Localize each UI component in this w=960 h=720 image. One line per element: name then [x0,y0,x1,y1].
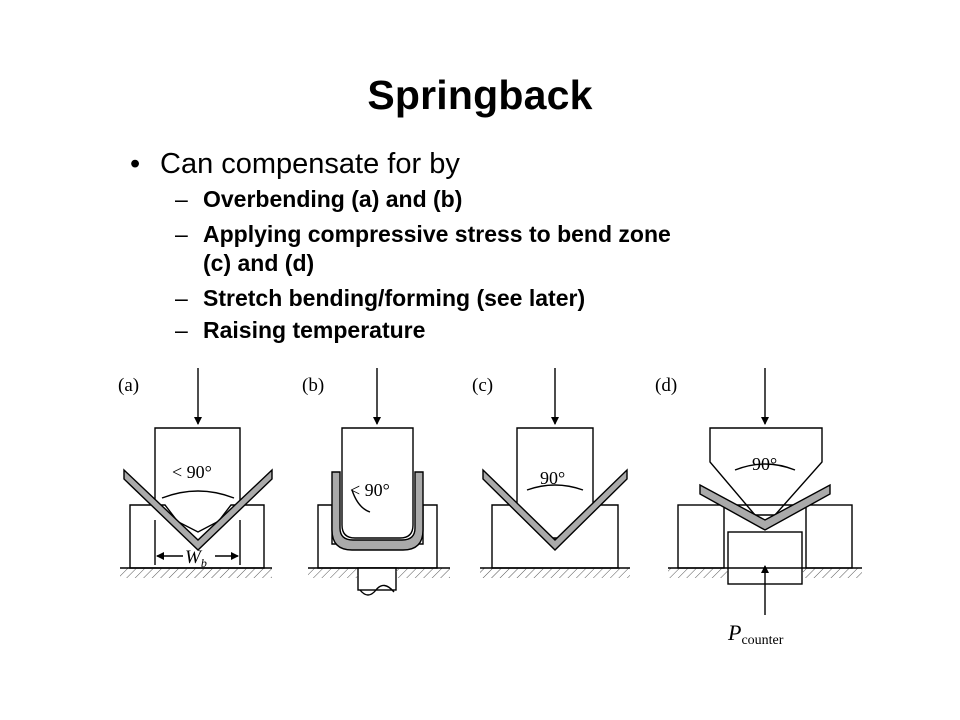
angle-arc [734,463,796,471]
sub-item-compressive: –Applying compressive stress to bend zon… [175,220,671,278]
panel-a-label: (a) [118,375,139,396]
panel-b-label: (b) [302,375,324,396]
panel-c: (c) 90° [472,368,630,578]
ground-hatch [120,568,272,578]
angle-arc [526,484,584,491]
sheet [123,468,273,551]
panel-b: (b) < 90° [302,368,450,596]
die-left [677,504,725,569]
sub-item-label: Applying compressive stress to bend zone [203,221,671,247]
dash-mark: – [175,317,188,343]
angle-label: 90° [752,454,777,474]
ground-hatch [396,568,450,578]
sheet [699,483,831,531]
dash-mark: – [175,186,188,212]
angle-label: < 90° [172,462,212,482]
sheet [482,468,628,551]
counter-punch [727,531,803,585]
bullet-dot: • [130,148,141,180]
sub-item-overbending: –Overbending (a) and (b) [175,185,462,214]
panel-a: (a) < 90° Wb [118,368,273,578]
panel-c-label: (c) [472,375,493,396]
sub-item-label: Stretch bending/forming (see later) [203,285,586,311]
angle-label: < 90° [350,480,390,500]
angle-arc [161,490,235,499]
ground-hatch [308,568,358,578]
ground-hatch [802,568,862,578]
panel-d: (d) 90° Pcounter [655,368,862,648]
rod-break [359,584,395,596]
sub-item-temperature: –Raising temperature [175,316,425,345]
sub-item-label: Overbending (a) and (b) [203,186,463,212]
angle-arc [351,489,371,513]
ground-hatch [668,568,728,578]
angle-label: 90° [540,468,565,488]
dash-mark: – [175,285,188,311]
panel-d-label: (d) [655,375,677,396]
sub-item-stretch: –Stretch bending/forming (see later) [175,284,585,313]
counter-force-label: Pcounter [727,620,784,648]
dash-mark: – [175,221,188,247]
die-width-label: Wb [185,547,207,570]
ground-hatch [480,568,630,578]
slide-title: Springback [367,72,593,118]
bullet-main: • Can compensate for by [130,148,460,181]
sheet [331,471,424,551]
punch [341,427,414,539]
sub-item-continuation: (c) and (d) [203,250,315,276]
sub-item-label: Raising temperature [203,317,426,343]
die-right [805,504,853,569]
bullet-text: Can compensate for by [160,148,460,180]
ejector-rod [357,567,397,591]
